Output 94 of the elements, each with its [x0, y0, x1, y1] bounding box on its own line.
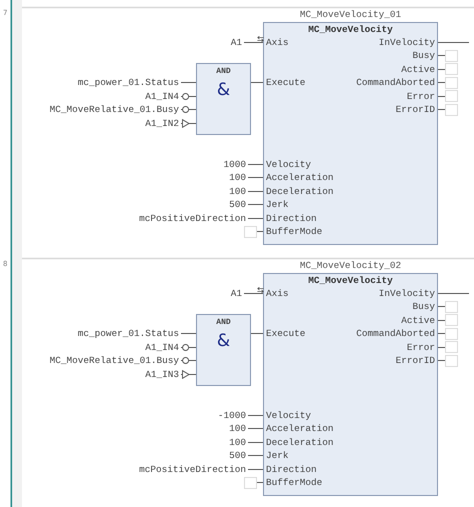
pin-label: CommandAborted [356, 327, 437, 340]
pin-label: Axis [264, 36, 289, 48]
variable-field [445, 341, 458, 353]
pin-label: InVelocity [378, 286, 437, 300]
variable-field [244, 476, 257, 488]
variable-field [445, 90, 458, 102]
pin-label: ErrorID [396, 354, 437, 367]
variable-field [445, 328, 458, 340]
pin-label: Deceleration [264, 184, 334, 198]
connection-line [180, 106, 196, 113]
pin-label: BufferMode [264, 225, 322, 238]
variable-label: A1_IN4 [145, 90, 181, 102]
variable-label: -1000 [218, 408, 248, 422]
pin-label: Axis [264, 286, 289, 300]
variable-label: MC_MoveRelative_01.Busy [50, 354, 181, 367]
variable-label: 100 [229, 422, 248, 435]
connection-line [180, 333, 196, 334]
block-type-name: MC_MoveVelocity [308, 24, 393, 36]
variable-label: A1_IN2 [145, 116, 181, 130]
pin-label: Deceleration [264, 436, 334, 448]
pin-label: Busy [412, 300, 437, 313]
variable-label: A1 [230, 286, 244, 300]
pin-label: Acceleration [264, 422, 334, 435]
block-type-name: MC_MoveVelocity [308, 275, 393, 287]
variable-field [445, 76, 458, 88]
connection-line [436, 42, 470, 43]
pin-label: ErrorID [396, 103, 437, 116]
connection-line [436, 293, 470, 294]
variable-label: 100 [229, 184, 248, 198]
pin-label: Velocity [264, 408, 312, 422]
pin-label: Active [401, 314, 437, 326]
variable-label: 500 [229, 198, 248, 211]
pin-label: CommandAborted [356, 76, 437, 89]
connection-line [248, 191, 264, 192]
gate-type-name: AND [216, 66, 231, 77]
pin-label: Active [401, 62, 437, 76]
gate-type-name: AND [216, 317, 231, 328]
pin-label: Acceleration [264, 171, 334, 184]
connection-line [248, 442, 264, 443]
instance-name: MC_MoveVelocity_01 [300, 9, 402, 21]
variable-label: 100 [229, 436, 248, 448]
variable-label: A1_IN3 [145, 368, 181, 380]
and-gate-block [196, 63, 251, 135]
pin-label: Direction [264, 462, 317, 476]
variable-field [445, 50, 458, 62]
variable-label: 1000 [223, 158, 248, 170]
variable-field [445, 63, 458, 75]
pin-label: InVelocity [378, 36, 437, 48]
variable-field [244, 226, 257, 238]
variable-label: A1_IN4 [145, 340, 181, 354]
variable-field [445, 354, 458, 366]
connection-line [248, 415, 264, 416]
and-gate-block [196, 314, 251, 386]
connection-line [248, 177, 264, 178]
pin-label: Execute [264, 76, 306, 89]
and-symbol: & [216, 81, 230, 99]
pin-label: BufferMode [264, 476, 322, 489]
pin-label: Jerk [264, 449, 289, 462]
variable-field [445, 104, 458, 116]
variable-field [445, 300, 458, 312]
connection-line [248, 164, 264, 165]
connection-line [250, 333, 264, 334]
variable-label: A1 [230, 36, 244, 48]
connection-line [248, 218, 264, 219]
pin-label: Jerk [264, 198, 289, 211]
connection-line [180, 82, 196, 83]
pin-label: Error [406, 340, 437, 354]
pin-label: Error [406, 90, 437, 102]
variable-label: mcPositiveDirection [139, 212, 248, 224]
connection-line [248, 455, 264, 456]
pin-label: Velocity [264, 158, 312, 170]
connection-line [180, 344, 196, 351]
connection-line [244, 293, 264, 294]
variable-label: mc_power_01.Status [78, 76, 181, 89]
and-symbol: & [216, 332, 230, 350]
variable-label: 500 [229, 449, 248, 462]
variable-label: 100 [229, 171, 248, 184]
connection-line [248, 428, 264, 429]
pin-label: Execute [264, 327, 306, 340]
connection-line [180, 357, 196, 364]
pin-label: Direction [264, 212, 317, 224]
connection-line [248, 469, 264, 470]
connection-line [180, 370, 196, 379]
variable-label: mc_power_01.Status [78, 327, 181, 340]
variable-label: mcPositiveDirection [139, 462, 248, 476]
connection-line [248, 204, 264, 205]
connection-line [180, 119, 196, 128]
variable-label: MC_MoveRelative_01.Busy [50, 103, 181, 116]
connection-line [250, 82, 264, 83]
connection-line [244, 42, 264, 43]
connection-line [180, 93, 196, 100]
instance-name: MC_MoveVelocity_02 [300, 260, 402, 272]
pin-label: Busy [412, 49, 437, 62]
variable-field [445, 314, 458, 326]
